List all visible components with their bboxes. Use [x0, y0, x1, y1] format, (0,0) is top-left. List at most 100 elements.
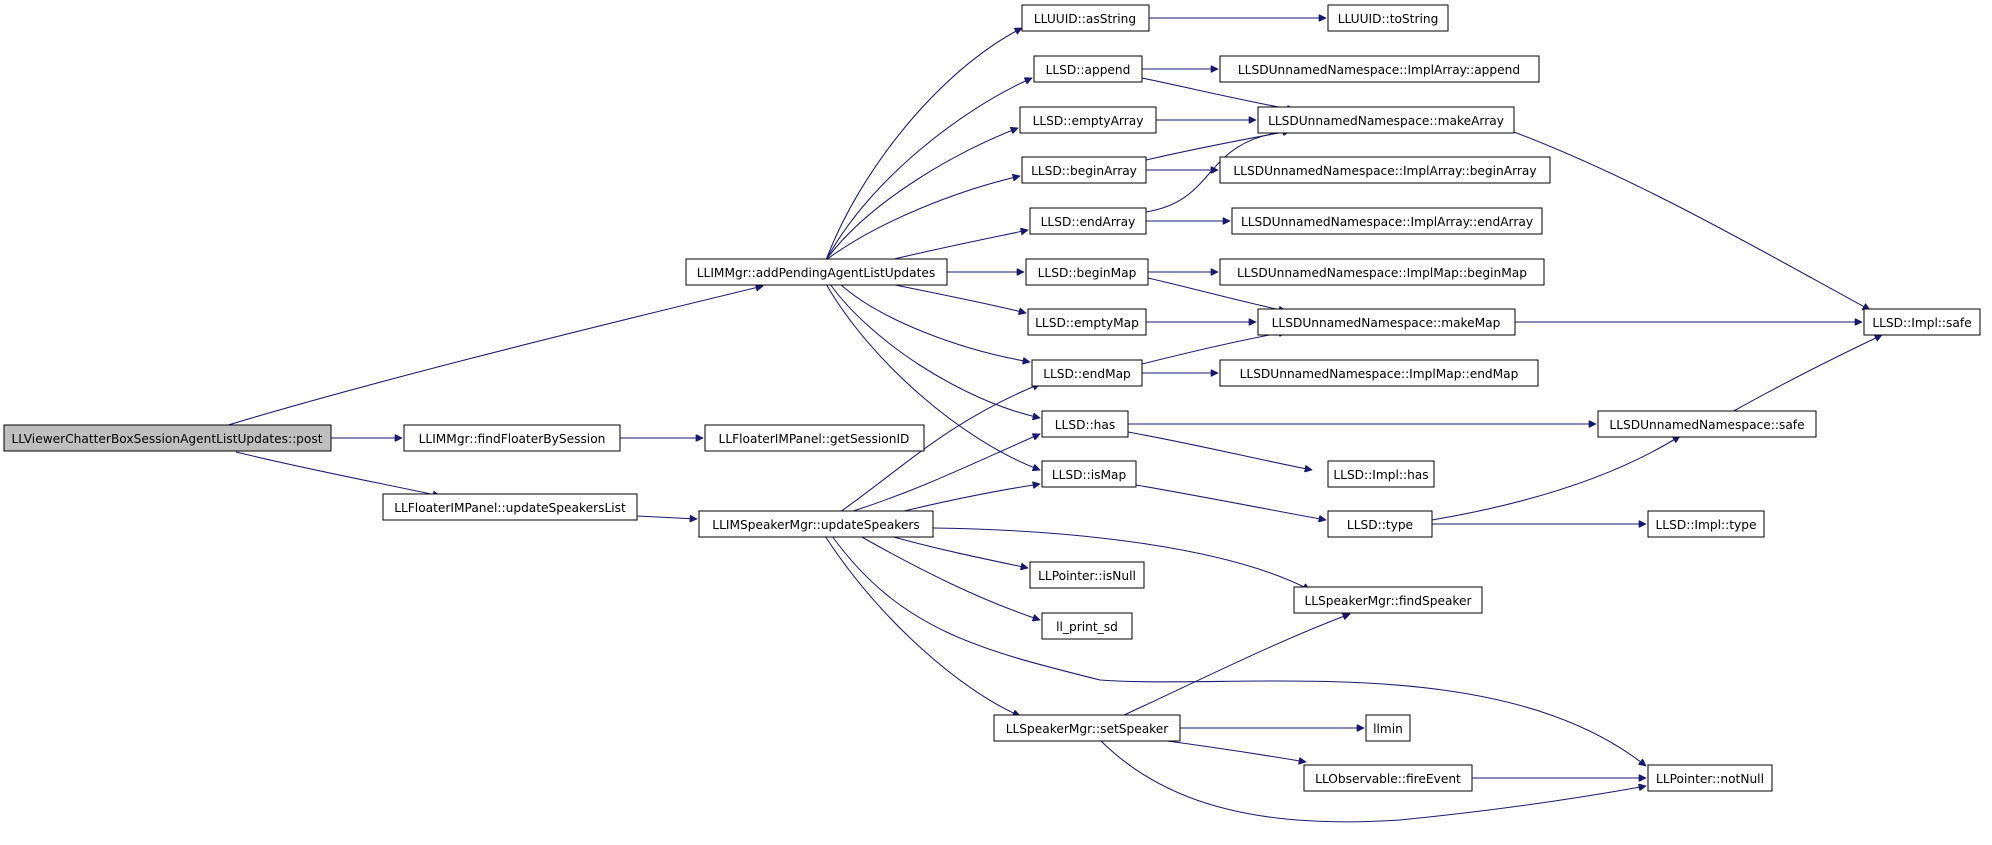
svg-text:LLSD::type: LLSD::type — [1347, 518, 1413, 532]
node-findSpeaker[interactable]: LLSpeakerMgr::findSpeaker — [1293, 586, 1483, 614]
node-beginArray[interactable]: LLSD::beginArray — [1021, 156, 1147, 184]
svg-text:LLSDUnnamedNamespace::makeMap: LLSDUnnamedNamespace::makeMap — [1272, 316, 1501, 330]
node-notNull[interactable]: LLPointer::notNull — [1647, 764, 1773, 792]
edge-setSpeaker-to-fireEvent — [1159, 739, 1306, 762]
node-endArray[interactable]: LLSD::endArray — [1029, 207, 1147, 235]
svg-text:LLSD::beginArray: LLSD::beginArray — [1031, 164, 1137, 178]
edge-updateSpeakersList-to-updateSpeakers — [636, 516, 697, 519]
svg-text:LLSD::endMap: LLSD::endMap — [1043, 367, 1131, 381]
node-emptyArray[interactable]: LLSD::emptyArray — [1019, 106, 1157, 134]
edge-updateSpeakers-to-setSpeaker — [824, 535, 1020, 716]
node-getSessionID[interactable]: LLFloaterIMPanel::getSessionID — [704, 424, 925, 452]
edge-nsSafe-to-implSafe — [1731, 335, 1882, 413]
svg-text:LLPointer::isNull: LLPointer::isNull — [1038, 569, 1136, 583]
svg-text:LLIMMgr::addPendingAgentListUp: LLIMMgr::addPendingAgentListUpdates — [697, 266, 935, 280]
node-findFloater[interactable]: LLIMMgr::findFloaterBySession — [403, 424, 621, 452]
node-uuidAsString[interactable]: LLUUID::asString — [1021, 4, 1150, 32]
svg-text:LLSDUnnamedNamespace::ImplMap:: LLSDUnnamedNamespace::ImplMap::beginMap — [1237, 266, 1527, 280]
node-isMap[interactable]: LLSD::isMap — [1041, 460, 1137, 488]
svg-text:LLUUID::asString: LLUUID::asString — [1034, 12, 1136, 26]
node-fireEvent[interactable]: LLObservable::fireEvent — [1303, 764, 1473, 792]
node-implArrayEndArray[interactable]: LLSDUnnamedNamespace::ImplArray::endArra… — [1231, 207, 1543, 235]
svg-text:LLSD::emptyMap: LLSD::emptyMap — [1035, 316, 1139, 330]
edge-append-to-makeArray — [1141, 77, 1294, 110]
edge-updateSpeakers-to-isMap — [899, 484, 1040, 513]
svg-text:LLPointer::notNull: LLPointer::notNull — [1656, 772, 1764, 786]
edge-type-to-nsSafe — [1431, 435, 1680, 521]
node-nsSafe[interactable]: LLSDUnnamedNamespace::safe — [1597, 410, 1817, 438]
edge-isMap-to-type — [1135, 484, 1326, 520]
node-updateSpeakersList[interactable]: LLFloaterIMPanel::updateSpeakersList — [382, 493, 638, 521]
svg-text:LLSD::endArray: LLSD::endArray — [1041, 215, 1136, 229]
edge-updateSpeakers-to-has — [849, 434, 1040, 513]
svg-text:LLSDUnnamedNamespace::ImplArra: LLSDUnnamedNamespace::ImplArray::endArra… — [1241, 215, 1533, 229]
node-type[interactable]: LLSD::type — [1327, 510, 1433, 538]
node-printSd[interactable]: ll_print_sd — [1041, 612, 1133, 640]
node-emptyMap[interactable]: LLSD::emptyMap — [1027, 308, 1147, 336]
node-implArrayBeginArray[interactable]: LLSDUnnamedNamespace::ImplArray::beginAr… — [1219, 156, 1551, 184]
node-beginMap[interactable]: LLSD::beginMap — [1025, 258, 1149, 286]
edge-setSpeaker-to-findSpeaker — [1121, 614, 1350, 717]
node-has[interactable]: LLSD::has — [1041, 410, 1129, 438]
node-endMap[interactable]: LLSD::endMap — [1031, 359, 1143, 387]
edge-addPending-to-has — [829, 283, 1040, 418]
nodes: LLViewerChatterBoxSessionAgentListUpdate… — [3, 4, 1981, 792]
edge-endMap-to-makeMap — [1141, 332, 1286, 365]
edge-addPending-to-emptyArray — [825, 128, 1018, 261]
svg-text:LLIMMgr::findFloaterBySession: LLIMMgr::findFloaterBySession — [419, 432, 606, 446]
svg-text:ll_print_sd: ll_print_sd — [1056, 620, 1118, 634]
svg-text:LLUUID::toString: LLUUID::toString — [1338, 12, 1439, 26]
svg-text:LLSDUnnamedNamespace::ImplArra: LLSDUnnamedNamespace::ImplArray::beginAr… — [1233, 164, 1536, 178]
node-llmin[interactable]: llmin — [1365, 714, 1411, 742]
node-setSpeaker[interactable]: LLSpeakerMgr::setSpeaker — [993, 714, 1181, 742]
edges — [224, 18, 1882, 823]
edge-beginArray-to-makeArray — [1145, 131, 1290, 161]
edge-updateSpeakers-to-findSpeaker — [932, 527, 1310, 591]
edge-beginMap-to-makeMap — [1147, 277, 1286, 311]
node-implType[interactable]: LLSD::Impl::type — [1647, 510, 1765, 538]
node-makeArray[interactable]: LLSDUnnamedNamespace::makeArray — [1257, 106, 1515, 134]
node-uuidToString[interactable]: LLUUID::toString — [1327, 4, 1449, 32]
node-addPending[interactable]: LLIMMgr::addPendingAgentListUpdates — [685, 258, 948, 286]
svg-text:LLSD::isMap: LLSD::isMap — [1052, 468, 1127, 482]
svg-text:LLSD::emptyArray: LLSD::emptyArray — [1033, 114, 1144, 128]
svg-text:LLFloaterIMPanel::getSessionID: LLFloaterIMPanel::getSessionID — [719, 432, 910, 446]
edge-addPending-to-isMap — [825, 283, 1040, 470]
edge-setSpeaker-to-notNull — [1099, 739, 1646, 823]
svg-text:LLSDUnnamedNamespace::safe: LLSDUnnamedNamespace::safe — [1609, 418, 1804, 432]
svg-text:LLFloaterIMPanel::updateSpeake: LLFloaterIMPanel::updateSpeakersList — [394, 501, 626, 515]
svg-text:LLSD::Impl::safe: LLSD::Impl::safe — [1872, 316, 1971, 330]
node-implMapBeginMap[interactable]: LLSDUnnamedNamespace::ImplMap::beginMap — [1219, 258, 1545, 286]
node-root[interactable]: LLViewerChatterBoxSessionAgentListUpdate… — [3, 424, 332, 452]
node-implHas[interactable]: LLSD::Impl::has — [1327, 460, 1435, 488]
node-updateSpeakers[interactable]: LLIMSpeakerMgr::updateSpeakers — [698, 510, 934, 538]
edge-endArray-to-makeArray — [1145, 131, 1290, 213]
node-implMapEndMap[interactable]: LLSDUnnamedNamespace::ImplMap::endMap — [1219, 359, 1539, 387]
svg-text:LLObservable::fireEvent: LLObservable::fireEvent — [1315, 772, 1461, 786]
svg-text:LLSD::append: LLSD::append — [1046, 63, 1131, 77]
svg-text:LLSpeakerMgr::findSpeaker: LLSpeakerMgr::findSpeaker — [1304, 594, 1472, 608]
node-append[interactable]: LLSD::append — [1033, 55, 1143, 83]
node-makeMap[interactable]: LLSDUnnamedNamespace::makeMap — [1257, 308, 1516, 336]
node-isNull[interactable]: LLPointer::isNull — [1029, 561, 1145, 589]
svg-text:llmin: llmin — [1373, 722, 1403, 736]
node-implArrayAppend[interactable]: LLSDUnnamedNamespace::ImplArray::append — [1219, 55, 1540, 83]
svg-text:LLSD::has: LLSD::has — [1055, 418, 1115, 432]
svg-text:LLViewerChatterBoxSessionAgent: LLViewerChatterBoxSessionAgentListUpdate… — [12, 432, 323, 446]
edge-addPending-to-beginArray — [825, 176, 1020, 261]
node-implSafe[interactable]: LLSD::Impl::safe — [1863, 308, 1981, 336]
edge-updateSpeakers-to-isNull — [889, 535, 1028, 568]
svg-text:LLSDUnnamedNamespace::makeArra: LLSDUnnamedNamespace::makeArray — [1268, 114, 1504, 128]
svg-text:LLIMSpeakerMgr::updateSpeakers: LLIMSpeakerMgr::updateSpeakers — [712, 518, 919, 532]
edge-updateSpeakers-to-printSd — [859, 535, 1040, 620]
edge-root-to-updateSpeakersList — [235, 451, 440, 496]
edge-addPending-to-uuidAsString — [825, 27, 1022, 261]
svg-text:LLSD::Impl::type: LLSD::Impl::type — [1656, 518, 1757, 532]
svg-text:LLSD::beginMap: LLSD::beginMap — [1038, 266, 1137, 280]
edge-addPending-to-endMap — [839, 283, 1030, 362]
edge-root-to-addPending — [224, 286, 763, 427]
edge-addPending-to-append — [825, 78, 1032, 261]
svg-text:LLSDUnnamedNamespace::ImplMap:: LLSDUnnamedNamespace::ImplMap::endMap — [1240, 367, 1519, 381]
svg-text:LLSDUnnamedNamespace::ImplArra: LLSDUnnamedNamespace::ImplArray::append — [1238, 63, 1520, 77]
edge-has-to-implHas — [1127, 431, 1312, 470]
